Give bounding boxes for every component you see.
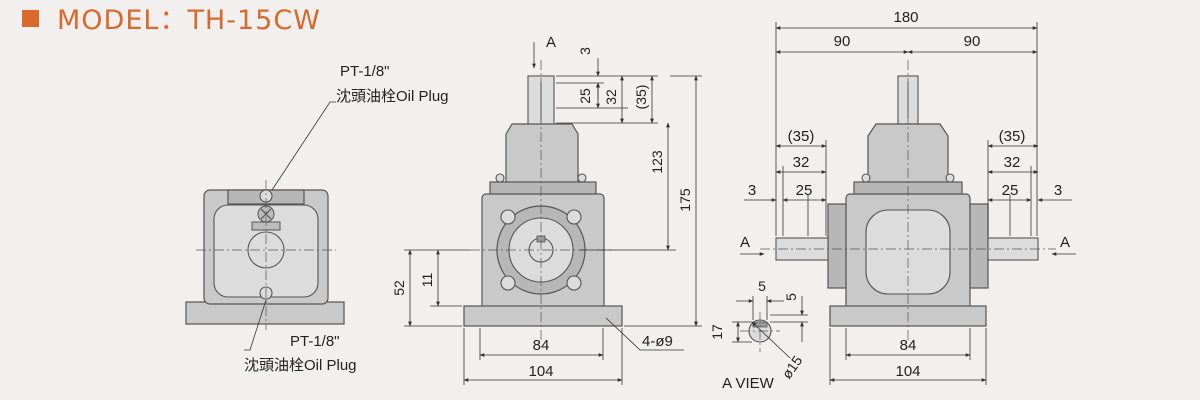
side-dim-104: 104 bbox=[895, 363, 920, 380]
front-top-dims bbox=[556, 58, 658, 124]
a-view bbox=[732, 296, 808, 359]
front-bolt-tl bbox=[500, 209, 516, 225]
side-left-shaft-dims bbox=[744, 140, 827, 236]
side-dim-32-right: 32 bbox=[1004, 154, 1021, 171]
side-dim-3-right: 3 bbox=[1054, 182, 1062, 199]
front-screw-right bbox=[577, 173, 587, 183]
side-a-label-right: A bbox=[1060, 234, 1070, 251]
front-dim-11: 11 bbox=[419, 273, 435, 288]
a-view-dim-5a: 5 bbox=[758, 278, 766, 294]
side-width-dims bbox=[829, 328, 987, 385]
top-plug-leader bbox=[271, 101, 336, 191]
front-dim-35: (35) bbox=[633, 85, 649, 110]
left-view bbox=[185, 101, 345, 351]
title-square-icon bbox=[22, 10, 39, 27]
front-dim-175: 175 bbox=[677, 188, 693, 212]
side-left-boss bbox=[827, 203, 847, 289]
front-dim-32: 32 bbox=[603, 89, 619, 105]
front-base-plate bbox=[463, 305, 623, 327]
front-height-dims bbox=[580, 75, 702, 327]
side-dim-180: 180 bbox=[893, 9, 918, 26]
front-dim-3: 3 bbox=[577, 47, 593, 55]
a-view-dim-5b: 5 bbox=[783, 293, 799, 301]
side-dim-90-left: 90 bbox=[834, 33, 851, 50]
side-dim-25-left: 25 bbox=[796, 182, 813, 199]
front-dim-holes: 4-ø9 bbox=[642, 333, 673, 350]
a-view-label: A VIEW bbox=[722, 375, 775, 392]
side-right-boss bbox=[969, 203, 989, 289]
front-dim-123: 123 bbox=[649, 150, 665, 174]
bottom-plug-spec: PT-1/8" bbox=[290, 333, 340, 350]
a-view-dim-15: ø15 bbox=[778, 352, 805, 381]
front-screw-left bbox=[495, 173, 505, 183]
model-title: MODEL：TH-15CW bbox=[57, 5, 321, 36]
side-top-dims bbox=[775, 22, 1038, 236]
front-shaft-housing bbox=[505, 123, 579, 187]
top-plug-label: 沈頭油栓Oil Plug bbox=[336, 88, 449, 105]
bottom-plug-leader bbox=[244, 299, 267, 351]
side-dim-25-right: 25 bbox=[1002, 182, 1019, 199]
front-dim-25: 25 bbox=[577, 88, 593, 104]
top-plug-spec: PT-1/8" bbox=[340, 63, 390, 80]
side-dim-35-left: (35) bbox=[788, 128, 815, 145]
front-view bbox=[463, 60, 623, 340]
a-view-dim-17: 17 bbox=[709, 324, 725, 340]
side-dim-35-right: (35) bbox=[999, 128, 1026, 145]
side-a-label-left: A bbox=[740, 234, 750, 251]
side-screw-right bbox=[945, 173, 955, 183]
side-dim-84: 84 bbox=[900, 337, 917, 354]
side-dim-90-right: 90 bbox=[964, 33, 981, 50]
front-bolt-bl bbox=[500, 275, 516, 291]
side-dim-3-left: 3 bbox=[748, 182, 756, 199]
side-view bbox=[760, 60, 1056, 340]
front-dim-104: 104 bbox=[528, 363, 553, 380]
side-screw-left bbox=[861, 173, 871, 183]
front-bolt-br bbox=[566, 275, 582, 291]
front-dim-52: 52 bbox=[391, 280, 407, 296]
left-center-boss bbox=[247, 231, 285, 269]
bottom-plug-label: 沈頭油栓Oil Plug bbox=[244, 357, 357, 374]
front-width-dims bbox=[463, 317, 684, 385]
front-base-dims bbox=[404, 249, 470, 327]
front-bolt-tr bbox=[566, 209, 582, 225]
side-dim-32-left: 32 bbox=[793, 154, 810, 171]
view-a-arrow-label: A bbox=[546, 34, 556, 51]
side-right-shaft-dims bbox=[987, 140, 1072, 236]
front-dim-84: 84 bbox=[533, 337, 550, 354]
left-base-plate bbox=[185, 301, 345, 325]
